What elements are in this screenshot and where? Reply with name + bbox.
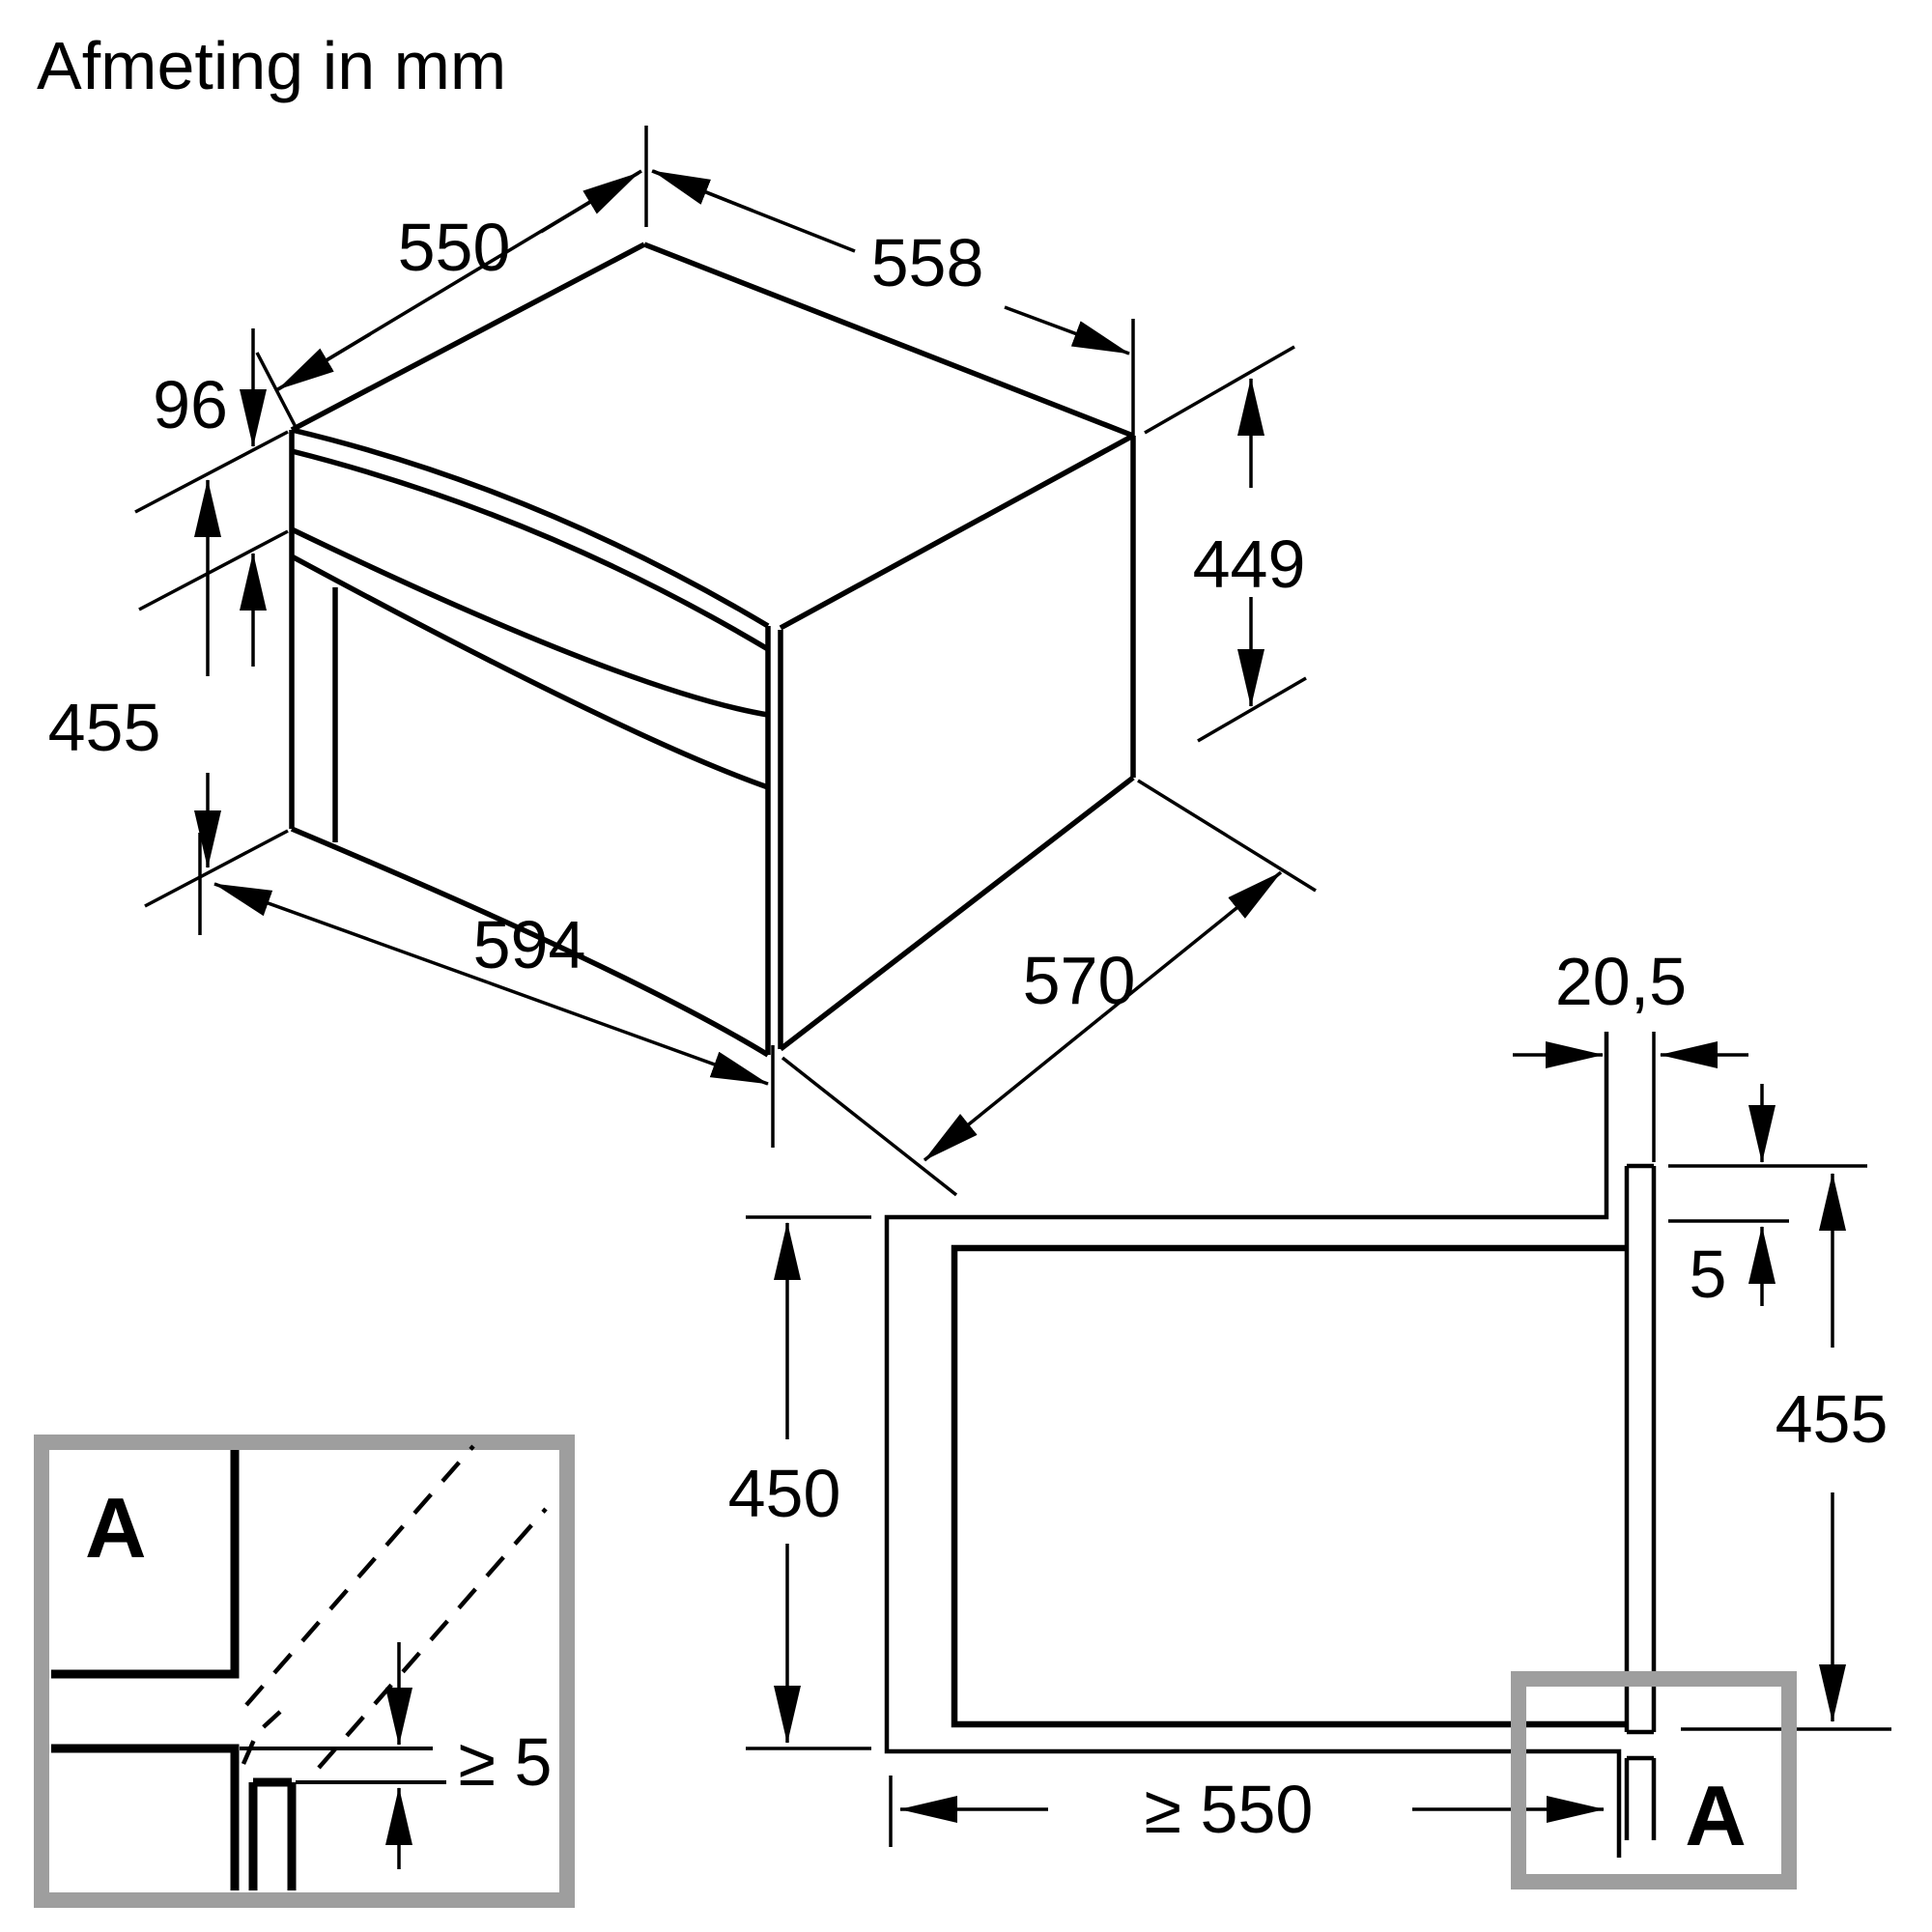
dim-front-height-label: 455 bbox=[48, 690, 161, 765]
detail-view: A ≥ 5 bbox=[34, 1435, 575, 1908]
niche-outer-contour bbox=[884, 1032, 1622, 1858]
dim-rear-gap-label: 20,5 bbox=[1555, 944, 1687, 1019]
dim-570-arrow-right bbox=[1099, 870, 1283, 1019]
dim-550-arrow-right bbox=[540, 171, 639, 234]
ext-band-bottom bbox=[138, 529, 289, 611]
dim-body-depth-label: 570 bbox=[1023, 943, 1136, 1018]
front-strip-bottom bbox=[291, 448, 770, 652]
dim-top-depth-label: 550 bbox=[398, 210, 511, 285]
detail-reference-label: A bbox=[1685, 1768, 1747, 1863]
dim-band-height-label: 96 bbox=[153, 367, 228, 442]
view-3d: 550 558 96 455 449 594 570 bbox=[48, 126, 1317, 1197]
wall-panel bbox=[1624, 1163, 1657, 1735]
handle-curve-bottom bbox=[290, 554, 769, 790]
box-top-left-edge bbox=[290, 242, 646, 433]
dim-front-width-label: 594 bbox=[473, 907, 586, 982]
dim-niche-front-height-label: 455 bbox=[1776, 1381, 1889, 1457]
box-top-front-right-edge bbox=[779, 433, 1135, 631]
ext-front-bottom bbox=[144, 829, 289, 908]
front-bottom-edge bbox=[290, 826, 770, 1058]
ext-449-bottom bbox=[1197, 676, 1307, 743]
niche-inner-contour bbox=[951, 1244, 1627, 1728]
handle-curve-top bbox=[290, 526, 769, 718]
detail-door-swing-line-2 bbox=[317, 1507, 548, 1770]
dim-niche-height-label: 450 bbox=[728, 1456, 841, 1531]
dim-niche-width-label: ≥ 550 bbox=[1145, 1772, 1314, 1847]
detail-cabinet-corner-bottom bbox=[51, 1744, 240, 1890]
section-view: 20,5 5 455 450 ≥ 550 A bbox=[728, 944, 1891, 1889]
dim-top-width-label: 558 bbox=[871, 225, 984, 300]
dim-550-arrow-left bbox=[277, 332, 371, 391]
ext-front-top bbox=[134, 430, 289, 514]
detail-label: A bbox=[85, 1480, 147, 1576]
detail-door-swing-corner bbox=[241, 1710, 282, 1765]
box-top-right-edge bbox=[642, 242, 1135, 439]
dim-558-arrow-right bbox=[1004, 305, 1130, 355]
dim-594-arrow-left bbox=[213, 882, 489, 984]
dim-body-height-label: 449 bbox=[1193, 526, 1306, 602]
dim-594-arrow-right bbox=[487, 980, 769, 1086]
detail-door-swing-line-1 bbox=[244, 1444, 475, 1707]
detail-reference-box bbox=[1511, 1671, 1797, 1889]
page-title: Afmeting in mm bbox=[37, 28, 506, 103]
box-bottom-right-edge bbox=[779, 775, 1135, 1052]
dim-570-arrow-left bbox=[923, 1015, 1103, 1162]
ext-570-front bbox=[781, 1056, 958, 1197]
ext-449-top bbox=[1144, 345, 1295, 435]
dim-min-clearance-label: ≥ 5 bbox=[459, 1724, 553, 1800]
detail-box bbox=[34, 1435, 575, 1908]
front-strip-top bbox=[291, 427, 770, 629]
dim-top-clearance-label: 5 bbox=[1690, 1236, 1727, 1312]
detail-panel-stub bbox=[248, 1777, 297, 1890]
detail-cabinet-corner-top bbox=[51, 1450, 240, 1679]
ext-570-rear bbox=[1137, 779, 1317, 893]
wall-panel-stub bbox=[1624, 1755, 1657, 1840]
dim-558-arrow-left bbox=[652, 169, 753, 213]
